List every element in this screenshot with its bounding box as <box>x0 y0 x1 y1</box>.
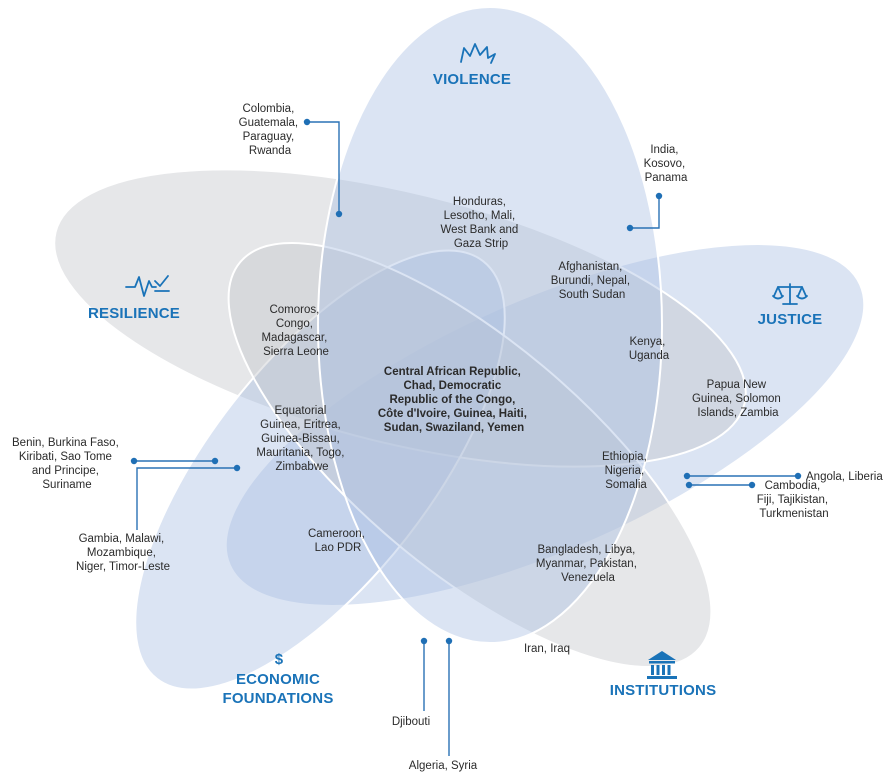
group-label-ethiopia: Ethiopia, Nigeria, Somalia <box>602 451 650 491</box>
dollar-icon: $ <box>275 651 284 668</box>
connector-dot <box>130 457 138 465</box>
building-icon <box>647 651 677 679</box>
connector-dot <box>445 637 453 645</box>
group-label-equatorial: Equatorial Guinea, Eritrea, Guinea-Bissa… <box>256 405 347 473</box>
connector-dot <box>335 210 343 218</box>
callout-label-angola: Angola, Liberia <box>806 471 883 483</box>
connector-dot <box>748 481 756 489</box>
category-title-resilience: RESILIENCE <box>88 305 180 322</box>
group-label-papua: Papua New Guinea, Solomon Islands, Zambi… <box>692 379 784 419</box>
connector-dot <box>683 472 691 480</box>
connector-dot <box>420 637 428 645</box>
svg-text:$: $ <box>275 651 284 668</box>
callout-label-djibouti: Djibouti <box>392 716 430 728</box>
connector-line <box>136 467 237 530</box>
ellipse-institutions <box>227 241 713 669</box>
heartbeat-check-icon <box>125 275 170 297</box>
group-label-iran: Iran, Iraq <box>524 643 570 655</box>
connector-dot <box>303 118 311 126</box>
group-label-kenya: Kenya, Uganda <box>629 336 670 362</box>
group-label-bangladesh: Bangladesh, Libya, Myanmar, Pakistan, Ve… <box>536 544 640 584</box>
callout-label-cambodia: Cambodia, Fiji, Tajikistan, Turkmenistan <box>757 480 832 520</box>
category-title-economic: ECONOMIC <box>236 671 320 688</box>
connector-line <box>630 196 660 229</box>
callout-label-gambia: Gambia, Malawi, Mozambique, Niger, Timor… <box>76 533 170 573</box>
category-title-violence: VIOLENCE <box>433 71 511 88</box>
ellipse-layer <box>53 6 866 691</box>
connector-dot <box>685 481 693 489</box>
callout-label-india: India, Kosovo, Panama <box>644 144 689 184</box>
group-label-honduras: Honduras, Lesotho, Mali, West Bank and G… <box>441 196 522 250</box>
category-title-justice: JUSTICE <box>758 311 823 328</box>
connector-dot <box>626 224 634 232</box>
ellipse-justice <box>224 243 866 607</box>
category-title-institutions: INSTITUTIONS <box>610 682 717 699</box>
callout-label-colombia: Colombia, Guatemala, Paraguay, Rwanda <box>239 103 302 157</box>
connector-dot <box>211 457 219 465</box>
category-title-economic: FOUNDATIONS <box>222 690 333 707</box>
group-label-afghanistan: Afghanistan, Burundi, Nepal, South Sudan <box>551 261 633 301</box>
connector-layer <box>130 118 802 756</box>
scales-icon <box>772 283 808 305</box>
group-label-comoros: Comoros, Congo, Madagascar, Sierra Leone <box>261 304 330 358</box>
callout-label-benin: Benin, Burkina Faso, Kiribati, Sao Tome … <box>12 437 122 491</box>
ellipse-violence <box>317 6 663 644</box>
connector-line <box>307 121 340 214</box>
callout-label-algeria: Algeria, Syria <box>409 760 478 772</box>
group-label-center: Central African Republic, Chad, Democrat… <box>378 366 530 434</box>
connector-dot <box>233 464 241 472</box>
explosion-icon <box>460 43 496 64</box>
group-label-cameroon: Cameroon, Lao PDR <box>308 528 368 554</box>
connector-dot <box>794 472 802 480</box>
connector-dot <box>655 192 663 200</box>
